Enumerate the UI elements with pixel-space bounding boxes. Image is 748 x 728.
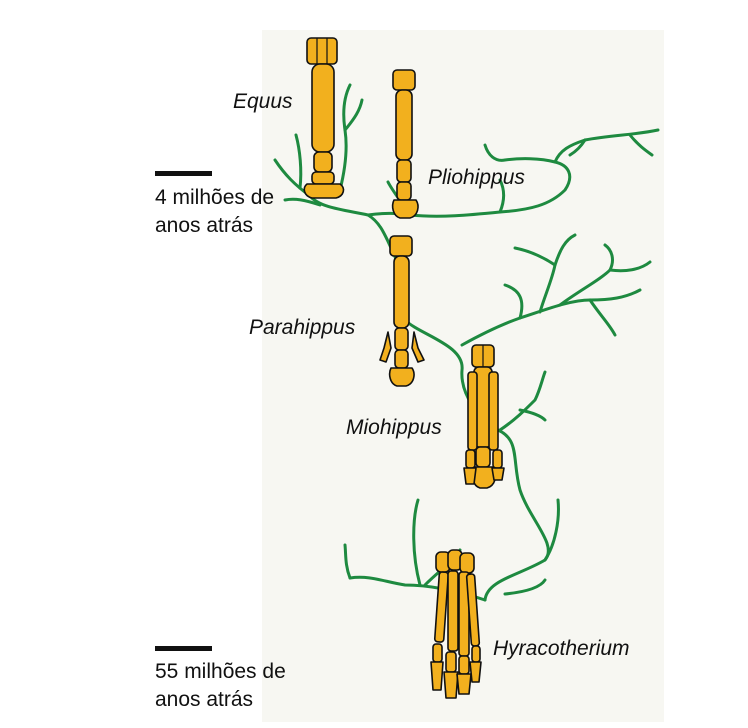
- label-pliohippus: Pliohippus: [428, 166, 525, 189]
- label-equus: Equus: [233, 90, 293, 113]
- time-marker-ancient: [155, 646, 212, 651]
- time-label-ancient-line2: anos atrás: [155, 688, 253, 711]
- branch-hyraco-right2: [503, 578, 547, 596]
- time-label-ancient-line1: 55 milhões de: [155, 660, 286, 683]
- branch-mio-right: [498, 370, 547, 432]
- branch-equus-d: [343, 98, 364, 132]
- branch-hyraco-left-twig: [343, 543, 352, 580]
- branch-right-clade-c: [608, 260, 652, 273]
- branch-plio-twig-c: [483, 143, 557, 164]
- label-parahippus: Parahippus: [249, 316, 356, 339]
- hyracotherium-foot-skeleton: [430, 549, 482, 699]
- time-label-recent-line1: 4 milhões de: [155, 186, 274, 209]
- equus-foot-skeleton: [303, 37, 345, 199]
- parahippus-foot-skeleton: [379, 235, 425, 387]
- branch-hyraco-right: [543, 498, 560, 562]
- branch-right-clade-d: [588, 298, 617, 337]
- branch-right-clade-f: [513, 246, 557, 267]
- branch-equus-e: [283, 197, 322, 207]
- label-miohippus: Miohippus: [346, 416, 442, 439]
- branch-equus-b: [294, 133, 303, 190]
- branch-hyraco-up: [412, 498, 422, 587]
- branch-mio-twig: [518, 408, 547, 422]
- branch-plio-twig-b: [498, 178, 506, 214]
- label-hyracotherium: Hyracotherium: [493, 637, 630, 660]
- branch-plio-twig-e: [628, 133, 654, 157]
- branch-right-clade-a: [503, 283, 524, 320]
- miohippus-foot-skeleton: [463, 344, 505, 489]
- time-marker-recent: [155, 171, 212, 176]
- branch-right-clade: [460, 288, 642, 347]
- time-label-recent-line2: anos atrás: [155, 214, 253, 237]
- tree-trunk: [308, 194, 550, 602]
- pliohippus-foot-skeleton: [391, 69, 419, 219]
- branch-plio-twig-a: [568, 138, 587, 157]
